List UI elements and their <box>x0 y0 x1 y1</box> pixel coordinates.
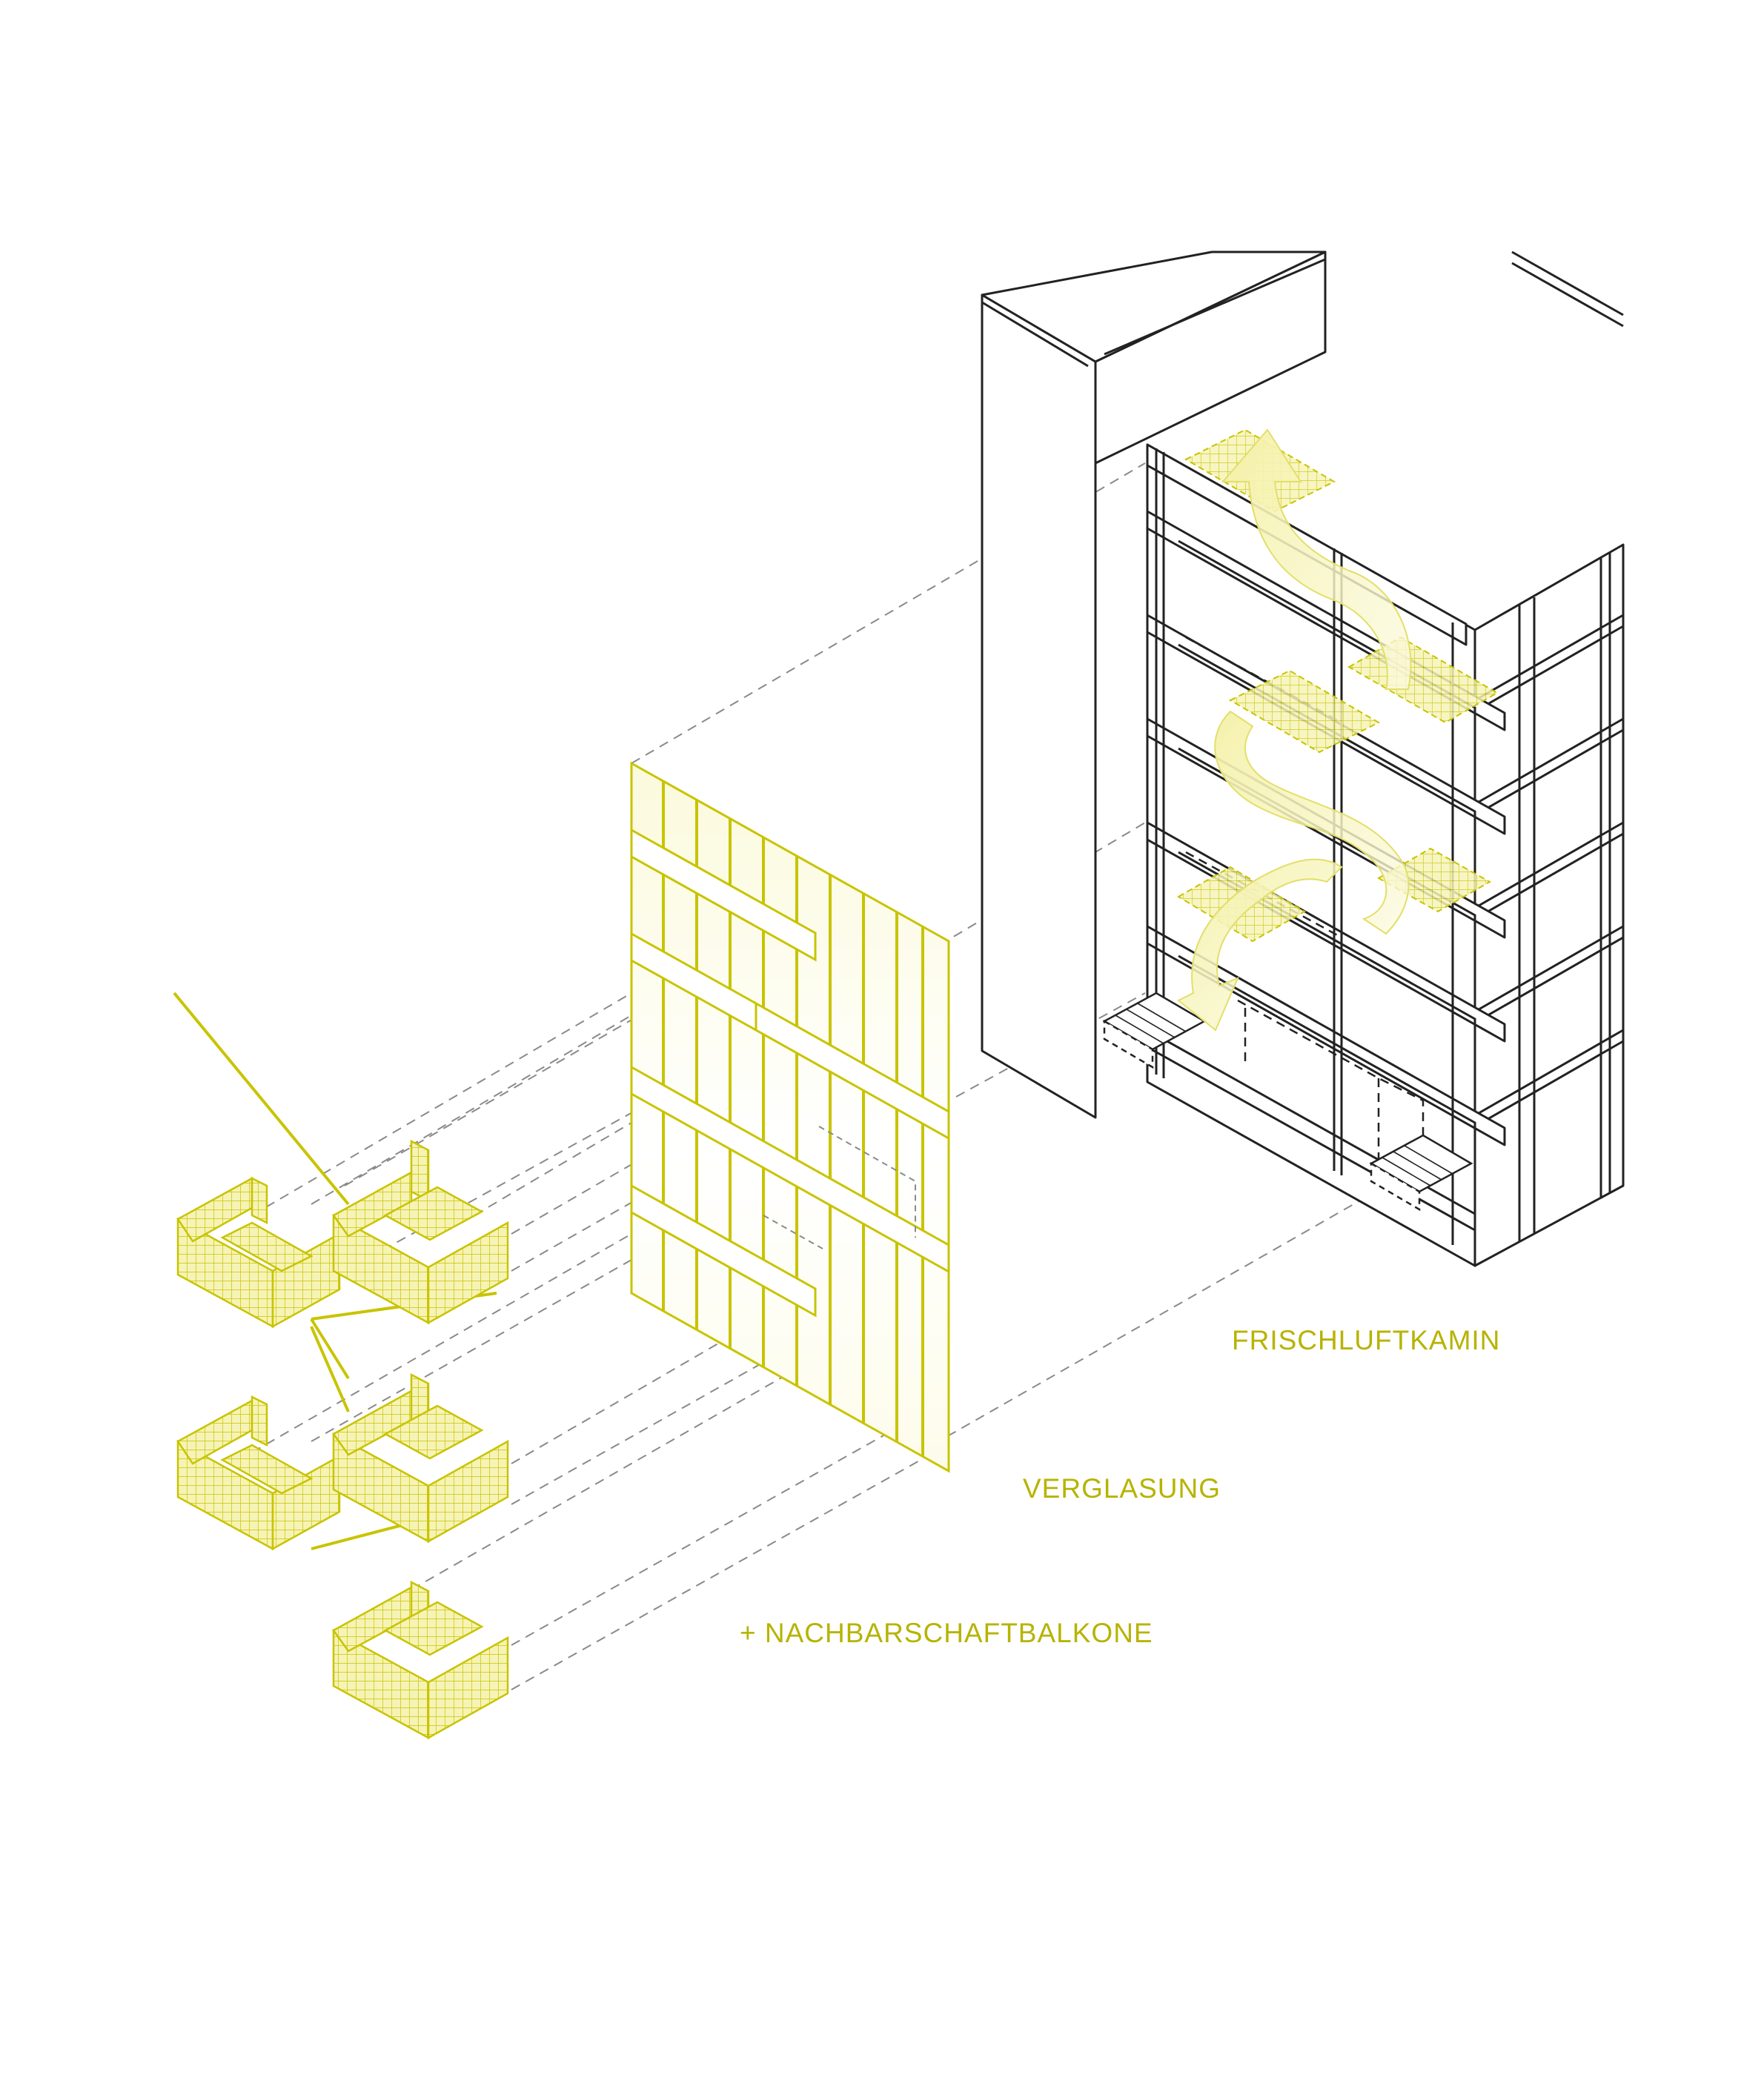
label-frischluftkamin: FRISCHLUFTKAMIN <box>1232 1325 1501 1355</box>
label-verglasung: VERGLASUNG <box>1023 1473 1221 1504</box>
balcony-middle-left <box>176 1395 341 1551</box>
balcony-top-right <box>332 1139 509 1325</box>
glazing-transoms <box>630 828 950 1318</box>
balcony-top-left <box>176 1176 341 1329</box>
airflow-arrow-top <box>1221 428 1412 690</box>
airflow-arrows <box>1177 428 1412 1032</box>
side-frame-grid <box>1474 553 1624 1241</box>
airflow-arrow-bottom <box>1177 858 1343 1032</box>
balcony-middle-right <box>332 1372 509 1544</box>
projection-lines <box>251 462 1439 1690</box>
chimney-inlet-boxes <box>1102 992 1473 1212</box>
airflow-arrow-middle <box>1214 710 1410 935</box>
label-nachbarschaftbalkone: + NACHBARSCHAFTBALKONE <box>740 1618 1153 1648</box>
building-frame <box>981 250 1625 1267</box>
balcony-bottom <box>332 1580 509 1740</box>
glazing-panel <box>630 761 950 1473</box>
